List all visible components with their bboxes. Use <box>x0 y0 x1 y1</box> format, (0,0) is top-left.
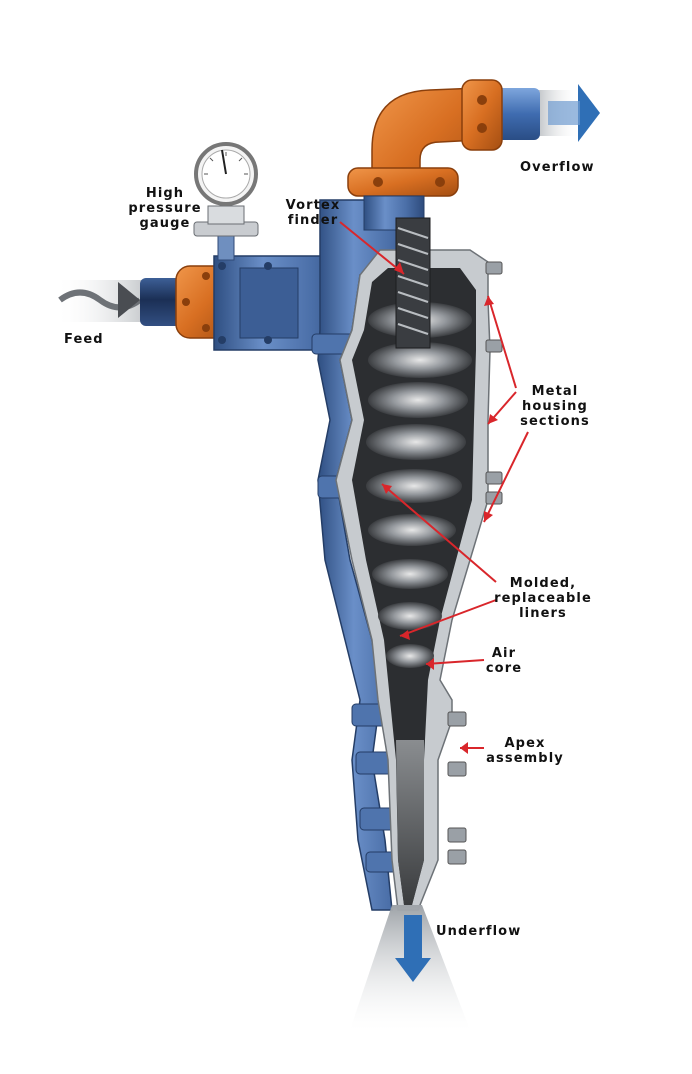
label-apex-assembly: Apex assembly <box>482 736 568 766</box>
label-vortex-finder: Vortex finder <box>280 198 346 228</box>
label-line: pressure <box>128 201 202 216</box>
label-line: assembly <box>486 751 564 766</box>
overflow-flow-arrow <box>535 84 600 142</box>
liners-leader-2 <box>399 599 497 637</box>
label-line: Air <box>491 646 517 661</box>
label-line: core <box>485 661 523 676</box>
label-feed: Feed <box>64 332 104 347</box>
label-line: finder <box>287 213 339 228</box>
vortex-finder-leader <box>339 221 405 275</box>
air-core-leader <box>425 659 485 665</box>
vortex-swirl-bands <box>366 302 472 668</box>
label-line: Apex <box>504 736 546 751</box>
overflow-pipe <box>492 88 540 140</box>
label-air-core: Air core <box>484 646 524 676</box>
label-molded-replaceable-liners: Molded, replaceable liners <box>486 576 600 621</box>
cyclone-cutaway-interior <box>335 217 503 911</box>
label-line: replaceable <box>494 591 592 606</box>
label-line: Metal <box>531 384 579 399</box>
label-line: Vortex <box>285 198 341 213</box>
underflow-spray <box>350 905 470 1030</box>
label-metal-housing-sections: Metal housing sections <box>512 384 598 429</box>
label-line: liners <box>519 606 567 621</box>
label-line: High <box>145 186 185 201</box>
callout-arrows <box>339 221 529 754</box>
label-line: Molded, <box>509 576 577 591</box>
label-high-pressure-gauge: High pressure gauge <box>128 186 202 231</box>
pressure-gauge <box>193 142 259 261</box>
liners-leader-1 <box>381 483 497 583</box>
feed-flow-arrow <box>55 280 155 322</box>
label-line: sections <box>520 414 590 429</box>
metal-housing-leader-1 <box>487 295 517 389</box>
label-underflow: Underflow <box>436 924 522 939</box>
overflow-elbow <box>347 79 503 197</box>
label-overflow: Overflow <box>520 160 595 175</box>
metal-housing-leader-3 <box>483 431 529 523</box>
label-line: gauge <box>139 216 191 231</box>
label-line: housing <box>522 399 588 414</box>
